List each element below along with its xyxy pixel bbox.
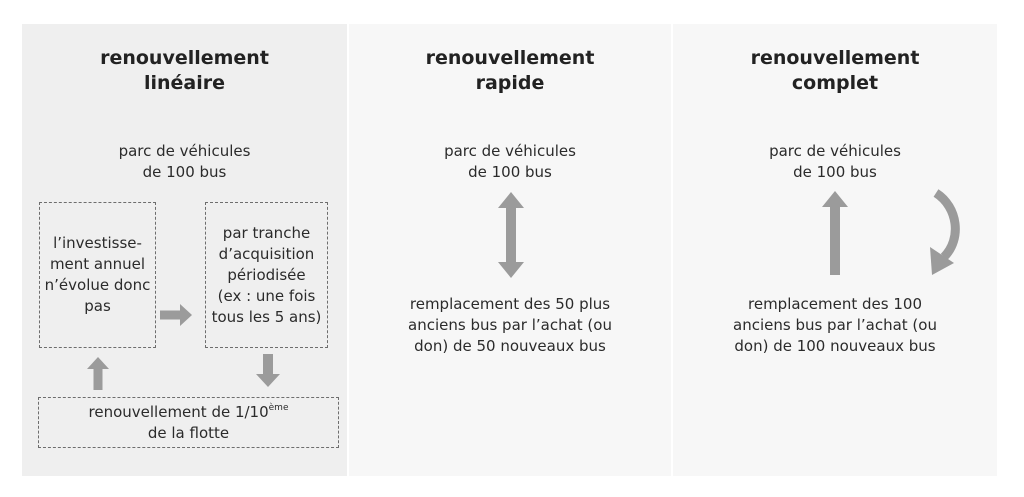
arrow-up-icon	[87, 357, 109, 390]
acquisition-box: par tranche d’acquisition périodisée (ex…	[205, 202, 328, 348]
panel-rapid-renewal: renouvellement rapide parc de véhicules …	[349, 24, 671, 476]
replacement-label: remplacement des 50 plus anciens bus par…	[408, 295, 612, 355]
panel-title: renouvellement rapide	[425, 47, 595, 94]
fleet-label: parc de véhicules de 100 bus	[444, 142, 576, 181]
panel-linear-renewal: renouvellement linéaire parc de véhicule…	[22, 24, 347, 476]
panel-title: renouvellement complet	[750, 47, 920, 94]
renewal-fraction-box: renouvellement de 1/10ème de la flotte	[38, 397, 339, 448]
curved-arrow-icon	[930, 189, 960, 275]
arrow-updown-icon	[498, 192, 524, 278]
arrow-down-icon	[256, 354, 280, 387]
fleet-label: parc de véhicules de 100 bus	[118, 142, 251, 181]
fleet-label: parc de véhicules de 100 bus	[769, 142, 901, 181]
panel-title: renouvellement linéaire	[100, 47, 269, 94]
investment-box: l’investisse- ment annuel n’évolue donc …	[39, 202, 156, 348]
arrow-up-icon	[822, 191, 848, 275]
replacement-label: remplacement des 100 anciens bus par l’a…	[733, 295, 937, 355]
arrow-right-icon	[160, 304, 192, 326]
panel-complete-renewal: renouvellement complet parc de véhicules…	[673, 24, 997, 476]
